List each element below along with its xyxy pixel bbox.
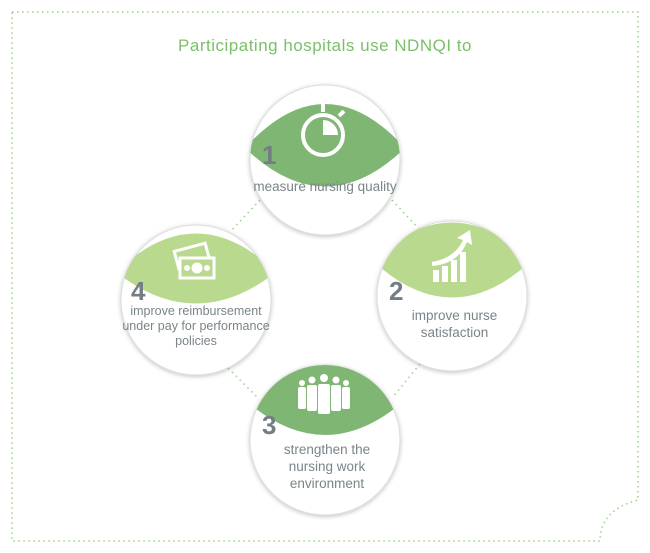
growth-chart-icon [432,230,472,282]
people-group-icon [298,374,350,414]
item-number: 1 [262,140,277,170]
item-label: improve reimbursement under pay for perf… [122,304,270,348]
item-label: measure nursing quality [253,179,397,194]
item-label: improve nurse satisfaction [411,308,498,340]
circle-1 [249,84,401,236]
item-number: 4 [131,276,146,306]
item-number: 2 [389,276,404,306]
circle-3 [249,364,401,516]
circle-4 [120,224,272,376]
page-title: Participating hospitals use NDNQI to [178,36,472,55]
money-icon [172,241,216,280]
circle-2 [376,220,528,372]
connector-lines [227,199,421,399]
item-label: strengthen the nursing work environment [283,442,371,491]
stopwatch-icon [301,100,346,157]
item-number: 3 [262,410,277,440]
